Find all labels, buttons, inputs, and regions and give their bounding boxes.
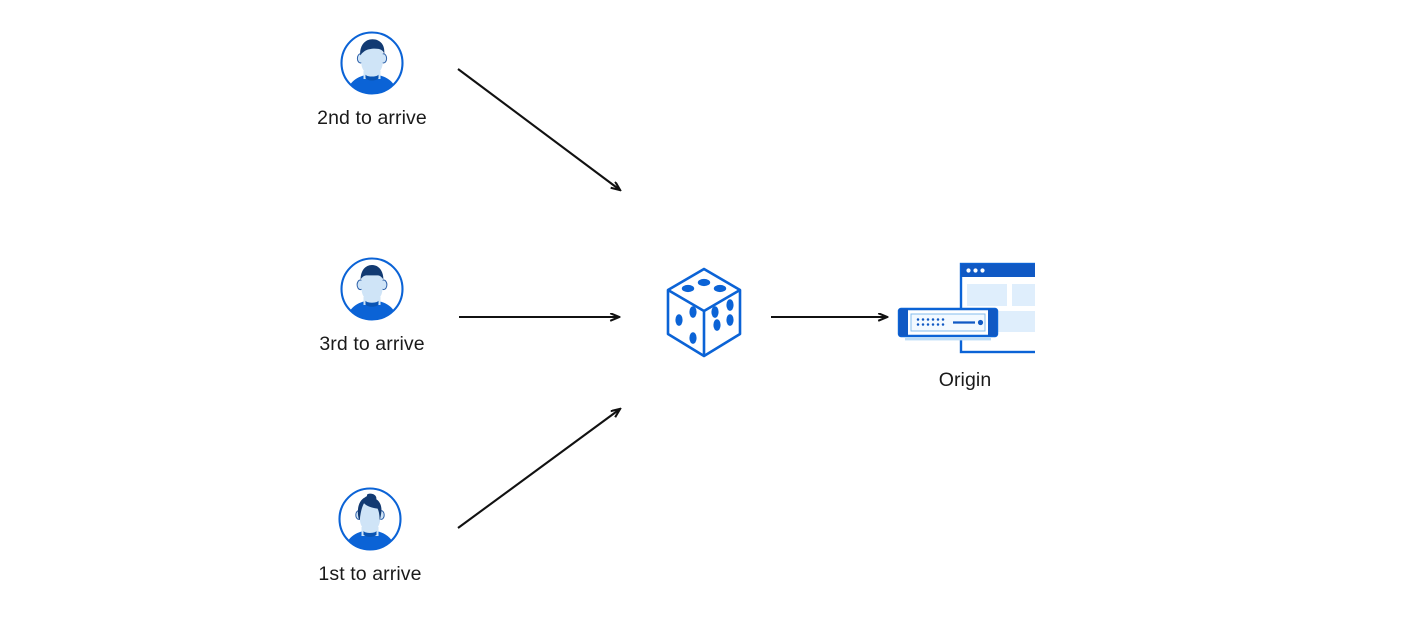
dice-icon xyxy=(666,267,742,358)
user-avatar-icon xyxy=(340,31,404,95)
arrow-2nd-to-dice xyxy=(457,68,620,190)
client-node-1st[interactable]: 1st to arrive xyxy=(300,486,440,586)
client-label-1st: 1st to arrive xyxy=(318,563,422,585)
browser-window-icon xyxy=(959,262,1035,354)
arrow-1st-to-dice xyxy=(457,409,620,529)
client-node-2nd[interactable]: 2nd to arrive xyxy=(302,30,442,130)
client-label-2nd: 2nd to arrive xyxy=(317,107,427,129)
server-appliance-icon xyxy=(897,307,999,341)
origin-art xyxy=(897,262,1035,354)
client-label-3rd: 3rd to arrive xyxy=(319,333,425,355)
anycast-dice-node[interactable] xyxy=(660,265,750,361)
user-avatar-icon xyxy=(338,487,402,551)
user-avatar-icon xyxy=(340,257,404,321)
client-node-3rd[interactable]: 3rd to arrive xyxy=(302,256,442,356)
origin-label: Origin xyxy=(938,369,992,391)
origin-node[interactable]: Origin xyxy=(865,258,1065,392)
